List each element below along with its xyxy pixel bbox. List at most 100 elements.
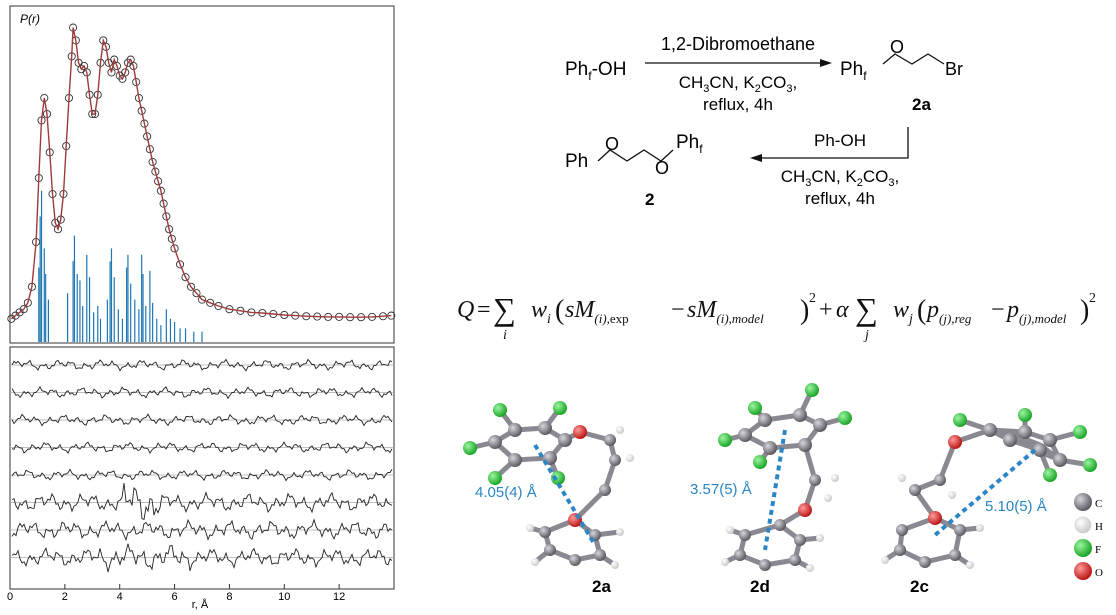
label-conformer-2c: 2c (910, 577, 929, 596)
x-axis-ticks: 0 2 4 6 8 10 12 (7, 584, 345, 603)
distance-label-2c: 5.10(5) Å (985, 498, 1047, 515)
data-point-62 (197, 295, 207, 304)
data-point-3 (19, 305, 28, 314)
legend-oxygen: O (1095, 567, 1103, 579)
data-point-58 (176, 260, 185, 269)
legend-hydrogen: H (1095, 521, 1103, 533)
eq-wi: wi (531, 297, 551, 327)
residual-curve-3 (11, 441, 393, 455)
residual-curve-5 (11, 483, 393, 521)
data-point-55 (165, 225, 174, 234)
eq-sm-model: sM(i),model (687, 297, 764, 326)
data-point-14 (53, 225, 63, 234)
data-point-34 (107, 68, 116, 77)
reaction-scheme: Phf-OH 1,2-Dibromoethane CH3CN, K2CO3, r… (565, 34, 963, 209)
upper-plot-frame (9, 5, 395, 344)
eq-minus-2: − (991, 297, 1005, 323)
data-point-4 (23, 298, 32, 307)
conditions-2: CH3CN, K2CO3, (781, 167, 900, 189)
data-point-53 (159, 199, 168, 208)
eq-p-model: p(j),model (1005, 297, 1067, 326)
data-point-60 (186, 282, 196, 291)
data-point-54 (162, 212, 171, 221)
distance-line-2c (933, 448, 1037, 537)
residual-curve-2 (11, 413, 393, 427)
eq-lparen-1: ( (555, 295, 564, 326)
data-point-48 (145, 145, 154, 154)
eq-q: Q (457, 297, 474, 323)
arrow-1-head (820, 59, 832, 67)
eq-equals: = (477, 297, 491, 323)
data-point-63 (206, 298, 215, 307)
y-axis-label: P(r) (20, 12, 40, 26)
data-point-57 (170, 244, 179, 253)
x-tick-label-1: 2 (62, 591, 68, 603)
reflux-1: reflux, 4h (703, 95, 773, 114)
product-2a-chain (882, 53, 945, 65)
eq-lparen-2: ( (917, 295, 926, 326)
x-tick-label-2: 4 (117, 591, 123, 603)
product-2a-phf: Phf (840, 59, 867, 83)
legend-oxygen-icon (1074, 562, 1092, 580)
reflux-2: reflux, 4h (805, 189, 875, 208)
objective-equation: Q = ∑ i wi ( sM(i),exp − sM(i),model ) 2… (457, 291, 1096, 343)
conformer-2c-atoms (881, 408, 1097, 569)
label-2: 2 (645, 190, 654, 209)
conformer-2d (722, 387, 848, 571)
eq-plus: + (819, 297, 833, 323)
x-tick-label-5: 10 (278, 591, 290, 603)
x-axis-label: r, Å (192, 598, 209, 611)
distance-label-2d: 3.57(5) Å (690, 481, 752, 498)
residual-curve-4 (11, 468, 393, 482)
x-tick-label-3: 6 (172, 591, 178, 603)
eq-alpha: α (836, 297, 849, 323)
eq-wj: wj (893, 297, 913, 327)
eq-index-i: i (503, 328, 507, 343)
legend-fluorine-icon (1074, 539, 1092, 557)
reagent-phenol: Ph-OH (814, 131, 866, 150)
eq-sum-j: ∑ (855, 291, 878, 327)
stick-lines (38, 190, 203, 342)
data-point-49 (148, 157, 157, 167)
product-2-oxygen-2: O (655, 158, 669, 178)
data-point-52 (156, 186, 165, 195)
eq-square-2: 2 (1089, 291, 1096, 306)
label-2a: 2a (912, 95, 931, 114)
product-2a-br: Br (945, 59, 963, 79)
residual-curve-6 (11, 518, 393, 542)
eq-p-reg: p(j),reg (925, 297, 972, 326)
residual-curve-1 (11, 385, 393, 400)
legend-carbon: C (1095, 498, 1102, 510)
x-tick-label-6: 12 (333, 591, 345, 603)
pr-chart: P(r) 0 2 4 6 8 10 12 r, Å (7, 5, 396, 611)
residual-plot-frame (9, 346, 395, 590)
conditions-1: CH3CN, K2CO3, (679, 73, 798, 95)
start-material: Phf-OH (565, 59, 626, 83)
data-point-59 (181, 273, 190, 282)
eq-sm-exp: sM(i),exp (565, 297, 629, 326)
data-point-46 (140, 119, 149, 128)
arrow-2-head (750, 154, 762, 162)
distance-line-2d (763, 429, 787, 551)
model-fit-line (10, 27, 392, 320)
data-point-50 (151, 167, 160, 176)
label-conformer-2a: 2a (592, 577, 611, 596)
data-point-39 (121, 68, 130, 77)
reagent-dibromoethane: 1,2-Dibromoethane (661, 34, 815, 54)
experimental-points (7, 23, 396, 323)
data-point-56 (167, 234, 176, 243)
product-2-oxygen-1: O (605, 134, 619, 154)
data-point-45 (137, 106, 146, 115)
data-point-61 (192, 289, 201, 298)
product-2a-oxygen: O (890, 37, 904, 57)
legend-fluorine: F (1095, 544, 1101, 556)
product-2-chain (597, 149, 674, 162)
x-tick-label-0: 0 (7, 591, 13, 603)
x-tick-label-4: 8 (226, 591, 232, 603)
residual-curves (10, 358, 394, 573)
eq-index-j: j (863, 328, 869, 343)
eq-rparen-1: ) (800, 295, 809, 326)
conformer-structures: 4.05(4) Å 2a 3.57(5) Å 2d (463, 383, 1103, 596)
data-point-51 (154, 177, 163, 186)
conformer-2d-atoms (718, 383, 852, 572)
